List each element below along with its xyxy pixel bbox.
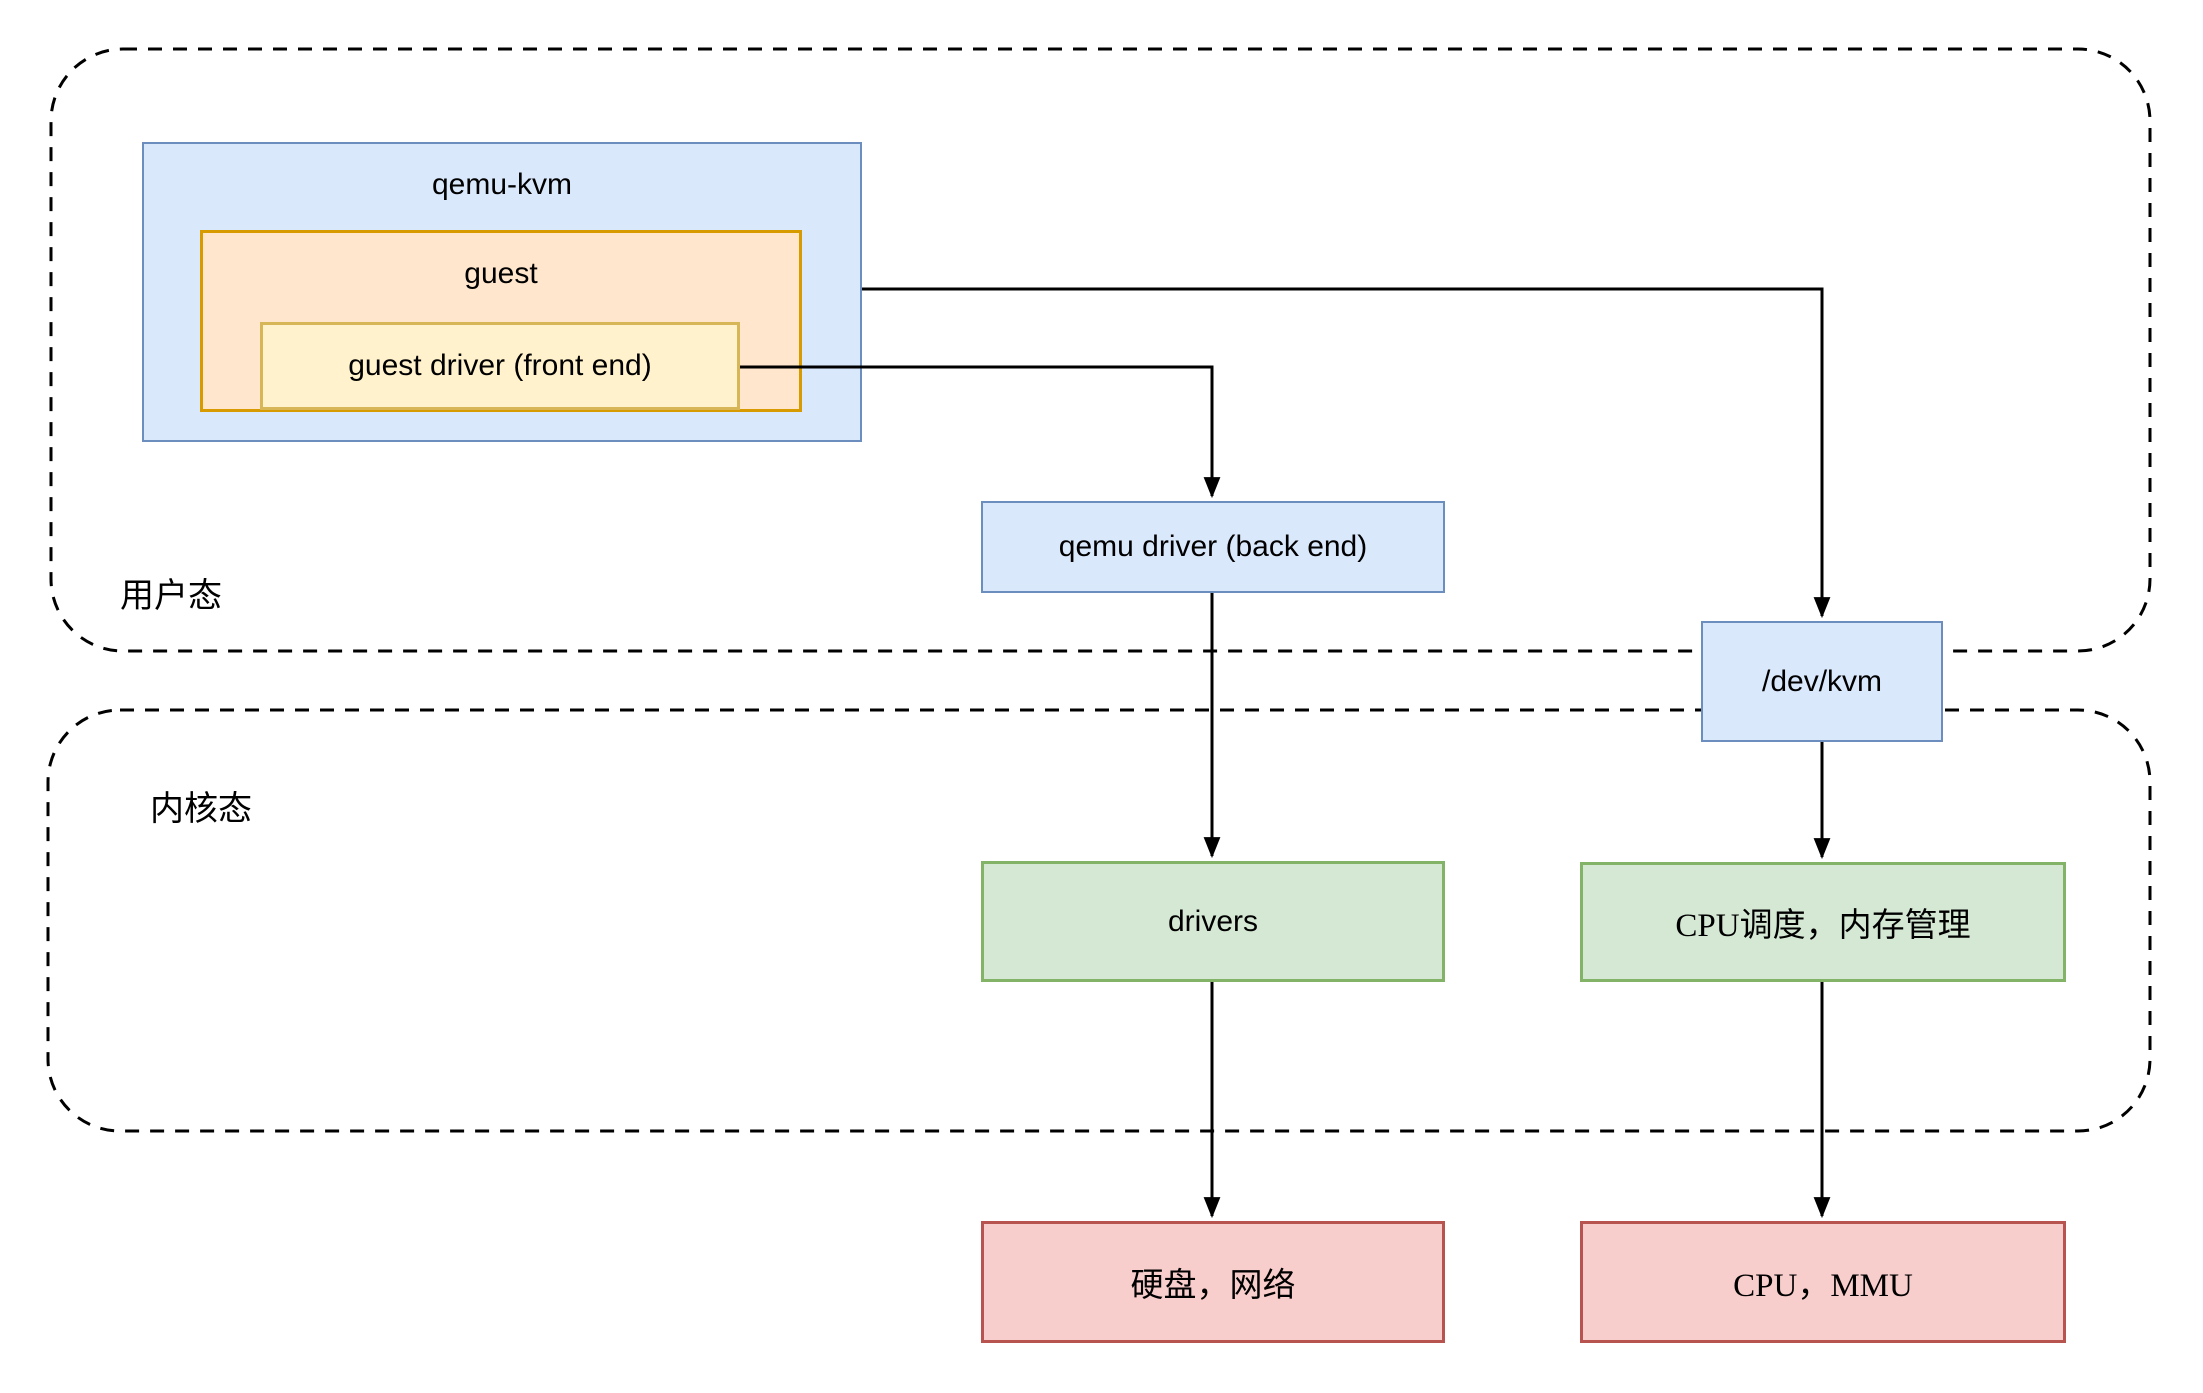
guest-driver-front-end-box: guest driver (front end) bbox=[260, 322, 740, 410]
user-mode-label: 用户态 bbox=[120, 578, 222, 615]
cpu-scheduling-memory-management-label: CPU调度，内存管理 bbox=[1675, 908, 1971, 944]
dev-kvm-label: /dev/kvm bbox=[1761, 664, 1883, 698]
cpu-scheduling-memory-management-box: CPU调度，内存管理 bbox=[1580, 862, 2066, 982]
dev-kvm-box: /dev/kvm bbox=[1701, 621, 1943, 742]
guest-label: guest bbox=[464, 257, 538, 290]
cpu-mmu-box: CPU，MMU bbox=[1580, 1221, 2066, 1343]
cpu-mmu-label: CPU，MMU bbox=[1733, 1268, 1913, 1304]
drivers-box: drivers bbox=[981, 861, 1445, 982]
disk-network-box: 硬盘，网络 bbox=[981, 1221, 1445, 1343]
qemu-driver-back-end-box: qemu driver (back end) bbox=[981, 501, 1445, 593]
kernel-mode-label: 内核态 bbox=[150, 791, 252, 828]
drivers-label: drivers bbox=[1167, 904, 1258, 938]
disk-network-label: 硬盘，网络 bbox=[1130, 1268, 1296, 1304]
guest-driver-front-end-label: guest driver (front end) bbox=[348, 349, 652, 382]
qemu-kvm-label: qemu-kvm bbox=[431, 168, 573, 201]
qemu-driver-back-end-label: qemu driver (back end) bbox=[1058, 530, 1368, 563]
